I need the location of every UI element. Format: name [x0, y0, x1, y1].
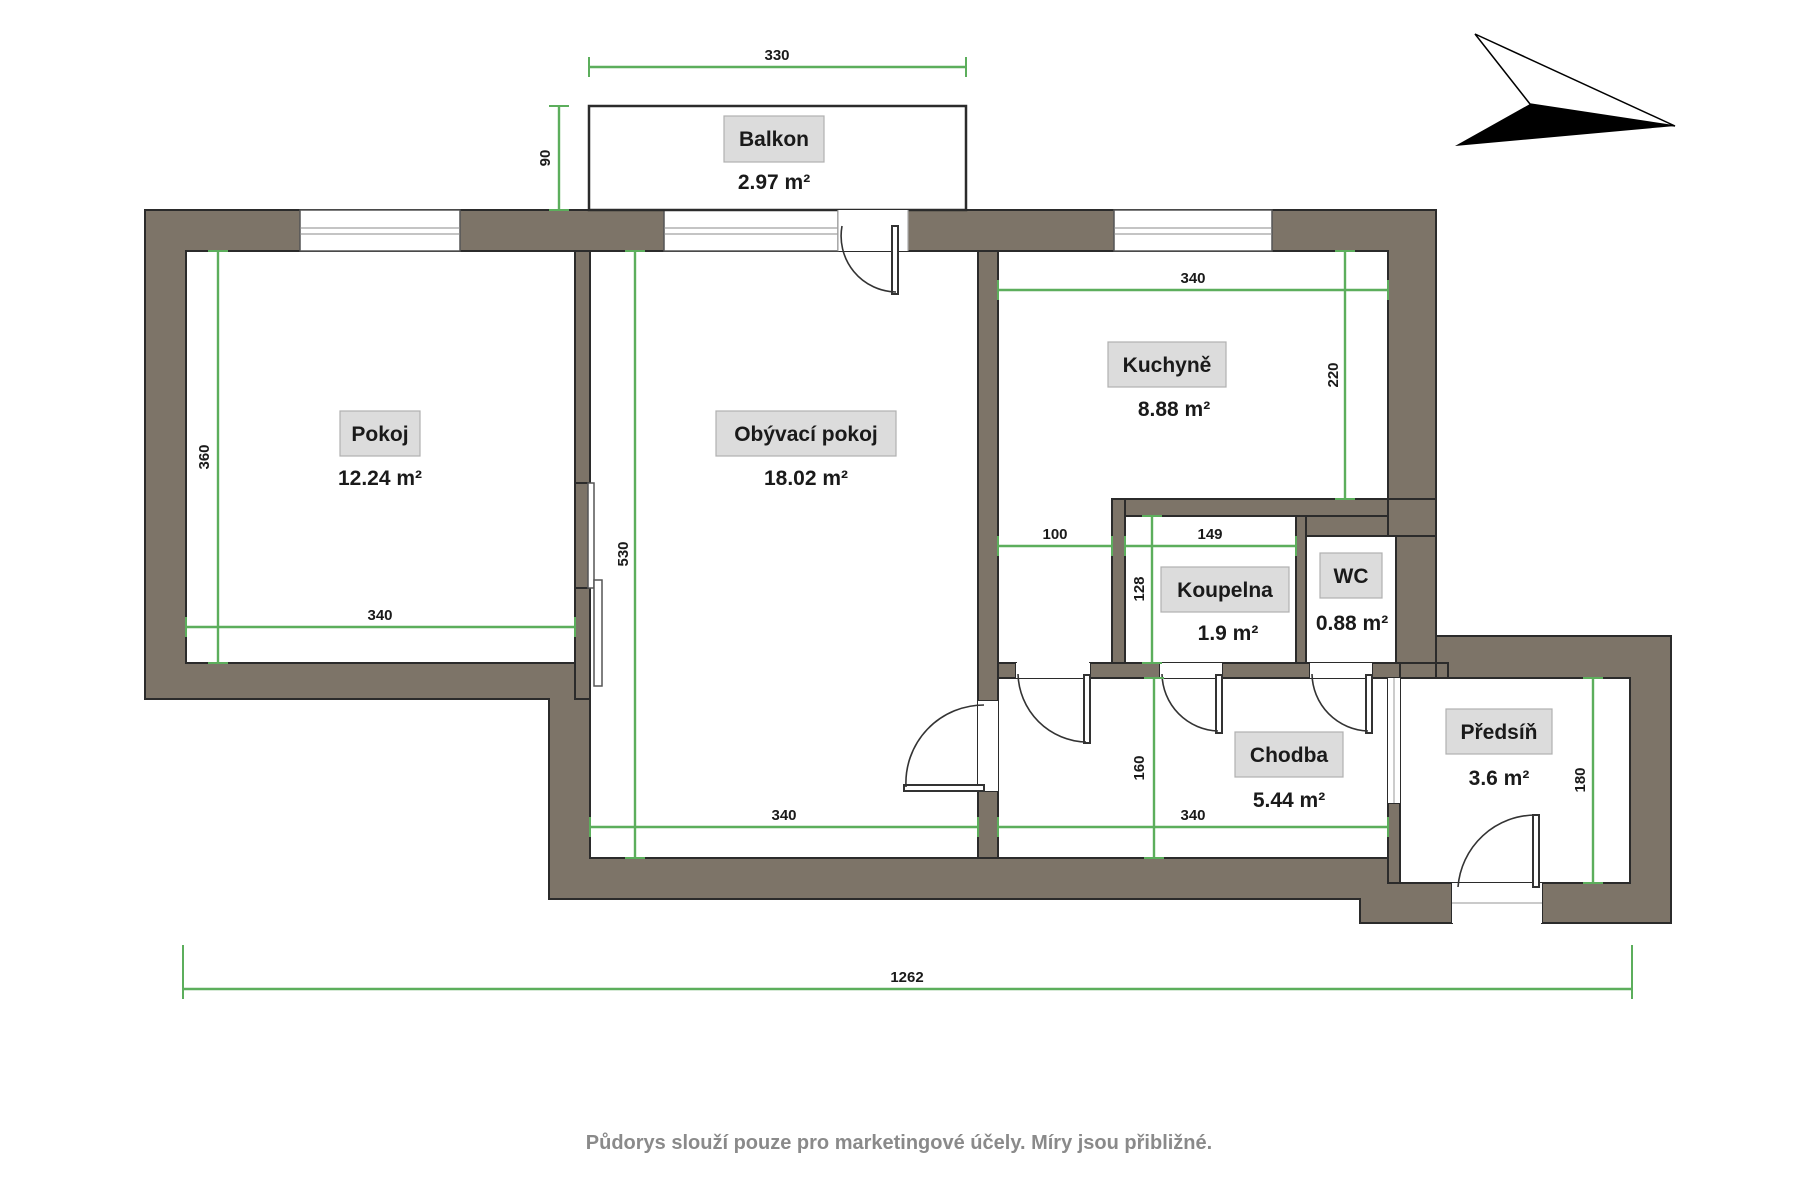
wall-pokoj-living-low	[574, 587, 591, 700]
room-area-predsin: 3.6 m²	[1469, 767, 1530, 790]
room-area-kuchyne: 8.88 m²	[1138, 398, 1210, 421]
sliding-door[interactable]	[587, 482, 603, 687]
wall-living-corridor	[977, 790, 999, 859]
dim-chodba-width: 340	[997, 807, 1389, 837]
room-name-koupelna: Koupelna	[1177, 579, 1273, 602]
dim-kuchyne-width: 340	[997, 270, 1389, 300]
room-area-obyvaci: 18.02 m²	[764, 467, 848, 490]
dim-balkon-width: 330	[588, 47, 967, 77]
sliding-door-frame	[587, 482, 595, 589]
dim-text-koupelna-height: 128	[1131, 576, 1148, 601]
room-name-predsin: Předsíň	[1460, 721, 1537, 744]
dim-kuchyne-nook: 100	[997, 526, 1113, 556]
room-area-koupelna: 1.9 m²	[1198, 622, 1259, 645]
dim-pokoj-width: 340	[185, 607, 576, 637]
dim-text-pokoj-height: 360	[196, 444, 213, 469]
dim-text-balkon-depth: 90	[537, 150, 554, 167]
room-name-obyvaci: Obývací pokoj	[734, 423, 878, 446]
wall-bath-right	[1387, 498, 1437, 537]
wall-predsin-left	[1387, 802, 1401, 884]
dim-total-width: 1262	[182, 945, 1633, 999]
north-arrow-icon	[1455, 33, 1676, 146]
dim-text-pokoj-width: 340	[367, 607, 392, 624]
wall-corridor-top-left	[997, 662, 1017, 679]
dim-text-balkon-width: 330	[764, 47, 789, 64]
dim-text-kuchyne-width: 340	[1180, 270, 1205, 287]
wall-living-kitchen	[977, 250, 999, 702]
door-balcony[interactable]	[837, 210, 909, 295]
wall-bath-block	[1111, 498, 1403, 517]
label-predsin: Předsíň 3.6 m²	[1445, 708, 1553, 790]
room-name-wc: WC	[1334, 565, 1369, 588]
dim-text-chodba-width: 340	[1180, 807, 1205, 824]
interior-walls	[574, 250, 1449, 884]
floor-obyvaci	[589, 250, 979, 859]
windows	[299, 209, 1273, 252]
dim-text-kuchyne-height: 220	[1325, 362, 1342, 387]
room-name-balkon: Balkon	[739, 128, 809, 151]
doors	[837, 210, 1542, 923]
dim-predsin-height: 180	[1572, 677, 1603, 884]
room-area-wc: 0.88 m²	[1316, 612, 1388, 635]
label-pokoj: Pokoj 12.24 m²	[338, 410, 422, 490]
dim-obyvaci-width: 340	[589, 807, 979, 837]
room-name-pokoj: Pokoj	[351, 423, 408, 446]
door-living[interactable]	[903, 701, 998, 792]
dim-text-predsin-height: 180	[1572, 767, 1589, 792]
dim-text-obyvaci-height: 530	[615, 541, 632, 566]
dim-text-obyvaci-width: 340	[771, 807, 796, 824]
room-area-chodba: 5.44 m²	[1253, 789, 1325, 812]
dim-text-total-width: 1262	[890, 969, 923, 986]
wall-corridor-top-mid2	[1221, 662, 1311, 679]
floor-pokoj	[185, 250, 576, 664]
wall-bath-wc-div	[1295, 515, 1307, 664]
window-kuchyne	[1113, 209, 1273, 252]
wall-corridor-top-mid	[1089, 662, 1161, 679]
floors	[185, 250, 1631, 884]
label-wc: WC 0.88 m²	[1316, 552, 1388, 635]
label-koupelna: Koupelna 1.9 m²	[1160, 566, 1290, 645]
dim-pokoj-height: 360	[196, 250, 228, 664]
dim-kuchyne-height: 220	[1325, 250, 1355, 500]
door-kitchen[interactable]	[1016, 663, 1091, 744]
dim-obyvaci-height: 530	[615, 250, 645, 859]
room-area-pokoj: 12.24 m²	[338, 467, 422, 490]
wall-wc-right	[1395, 535, 1437, 664]
wall-bath-left	[1111, 498, 1126, 664]
door-entrance[interactable]	[1452, 814, 1542, 923]
window-obyvaci	[663, 209, 839, 252]
room-labels: Balkon 2.97 m² Pokoj 12.24 m² Obývací po…	[338, 115, 1553, 812]
dim-koupelna-width: 149	[1124, 526, 1297, 556]
door-wc[interactable]	[1310, 663, 1373, 734]
window-pokoj	[299, 209, 461, 252]
wall-pokoj-living	[574, 250, 591, 484]
label-obyvaci: Obývací pokoj 18.02 m²	[715, 410, 897, 490]
footer-disclaimer: Půdorys slouží pouze pro marketingové úč…	[586, 1132, 1212, 1154]
wall-predsin-top	[1435, 662, 1449, 679]
dim-text-kuchyne-nook: 100	[1042, 526, 1067, 543]
room-area-balkon: 2.97 m²	[738, 171, 810, 194]
opening-predsin	[1388, 678, 1400, 803]
wall-corridor-top-right	[1371, 662, 1401, 679]
label-kuchyne: Kuchyně 8.88 m²	[1107, 341, 1227, 421]
dim-text-koupelna-width: 149	[1197, 526, 1222, 543]
door-bathroom[interactable]	[1160, 663, 1223, 734]
room-name-kuchyne: Kuchyně	[1123, 354, 1212, 377]
dim-balkon-depth: 90	[537, 105, 569, 211]
sliding-door-panel	[593, 579, 603, 687]
label-chodba: Chodba 5.44 m²	[1234, 731, 1344, 812]
label-balkon: Balkon 2.97 m²	[723, 115, 825, 194]
dimension-lines: 330 90 360 340 530 340	[182, 47, 1633, 999]
dim-text-chodba-height: 160	[1131, 755, 1148, 780]
dim-koupelna-height: 128	[1131, 515, 1162, 664]
room-name-chodba: Chodba	[1250, 744, 1328, 767]
